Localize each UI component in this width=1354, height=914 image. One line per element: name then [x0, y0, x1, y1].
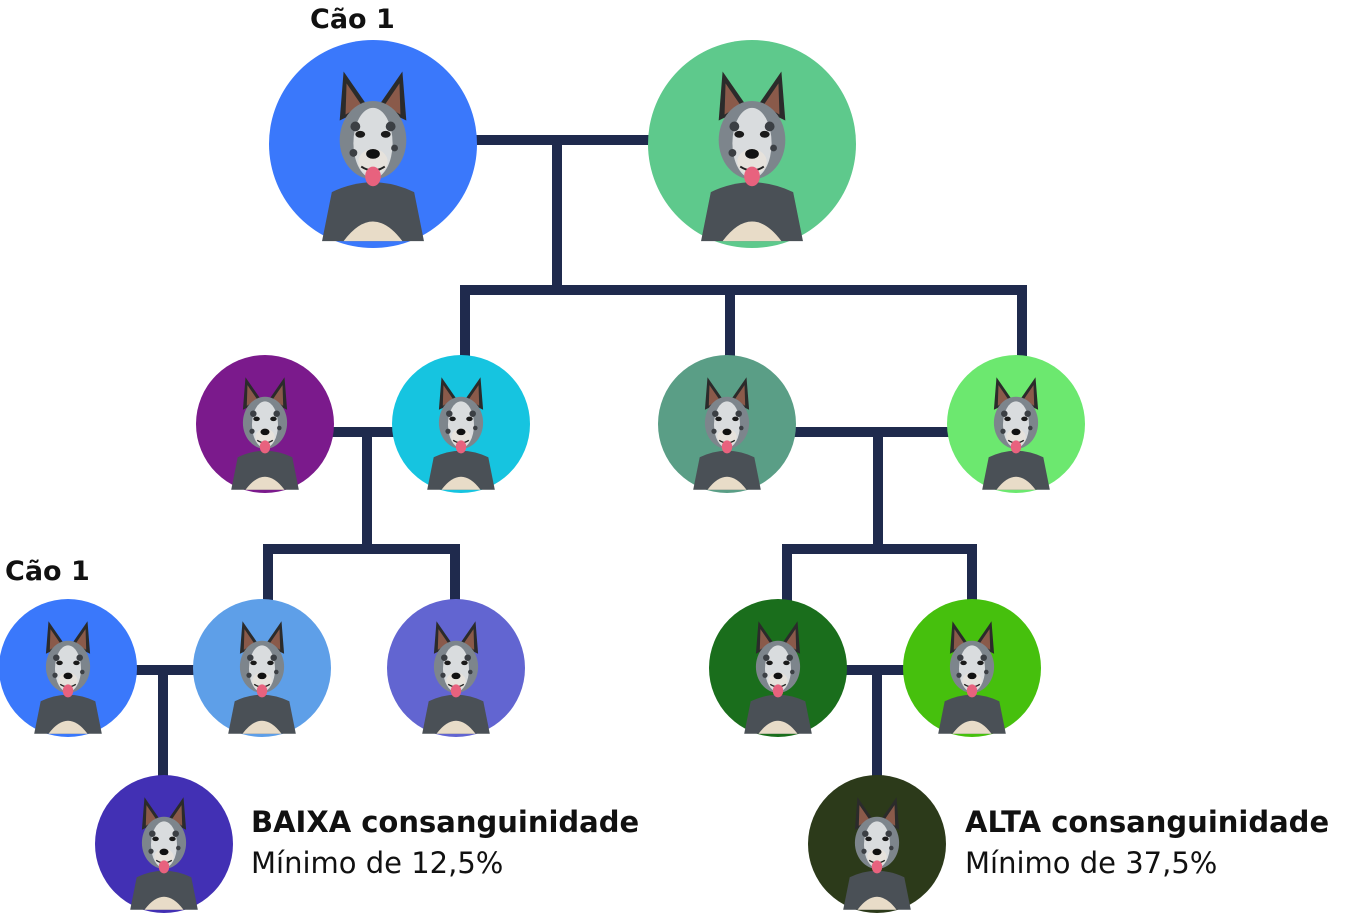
dog-node-gen3-green — [903, 599, 1041, 737]
dog-node-gen2-teal — [658, 355, 796, 493]
dog-node-gen3-blue — [0, 599, 137, 737]
dog-node-top-left — [269, 40, 477, 248]
low-inbreeding-title: BAIXA consanguinidade — [251, 805, 640, 839]
dog-node-gen2-cyan — [392, 355, 530, 493]
dog1-top-label: Cão 1 — [310, 4, 395, 35]
dog-node-gen2-lightgreen — [947, 355, 1085, 493]
dog-node-top-right — [648, 40, 856, 248]
low-inbreeding-subtitle: Mínimo de 12,5% — [251, 846, 504, 880]
dog-node-gen3-lightblue — [193, 599, 331, 737]
dog-node-gen4-high — [808, 775, 946, 913]
high-inbreeding-title: ALTA consanguinidade — [965, 805, 1330, 839]
high-inbreeding-subtitle: Mínimo de 37,5% — [965, 846, 1218, 880]
dog-node-gen3-indigo — [387, 599, 525, 737]
connector-lines — [132, 135, 1027, 783]
dog1-left-label: Cão 1 — [5, 556, 90, 587]
dog-node-gen4-low — [95, 775, 233, 913]
dog-node-gen3-darkgreen — [709, 599, 847, 737]
dog-node-gen2-purple — [196, 355, 334, 493]
